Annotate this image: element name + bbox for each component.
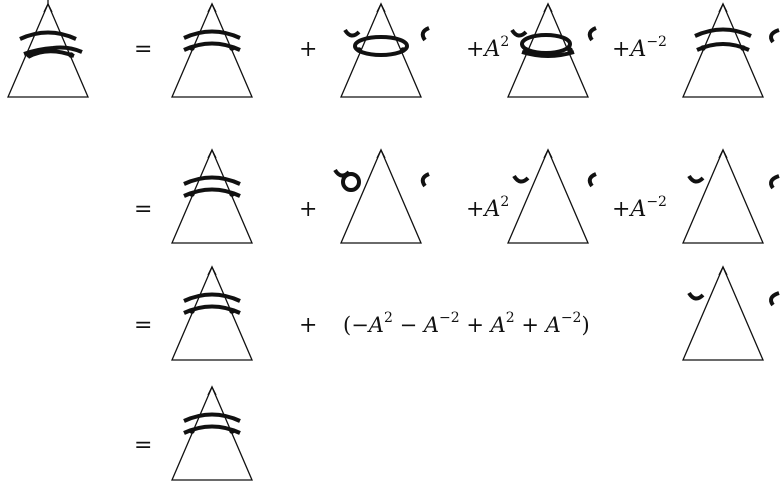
equals-sign-2: = [134,197,152,222]
plus-sign-6: +A−2 [612,194,667,222]
row-4: = [134,385,253,481]
row-3: = + (−A2 − A−2 + A2 + A−2) [134,265,780,361]
row-2: = + +A2 +A−2 [134,148,780,244]
tangle-crossing-lhs [7,0,89,98]
plus-sign-7: + [299,313,317,338]
scalar-coefficient: (−A2 − A−2 + A2 + A−2) [343,310,590,337]
tangle-parallel-4 [171,385,253,481]
tangle-hooks-3 [682,265,780,361]
tangle-ring-hooks-right [682,2,780,98]
tangle-parallel-2 [171,148,253,244]
equals-sign-3: = [134,313,152,338]
plus-sign-5: +A2 [466,194,509,222]
tangle-ring-hooks-2 [507,2,597,98]
equals-sign-1: = [134,37,152,62]
plus-sign-1: + [299,37,317,62]
tangle-hooks-1 [507,148,597,244]
tangle-ring-hooks-1 [340,2,430,98]
tangle-hooks-2 [682,148,780,244]
tangle-parallel-3 [171,265,253,361]
tangle-circle-hooks [333,148,430,244]
plus-sign-4: + [299,197,317,222]
tangle-parallel-1 [171,2,253,98]
plus-sign-2: +A2 [466,34,509,62]
plus-sign-3: +A−2 [612,34,667,62]
row-1: = + +A2 [7,0,780,98]
equals-sign-4: = [134,433,152,458]
